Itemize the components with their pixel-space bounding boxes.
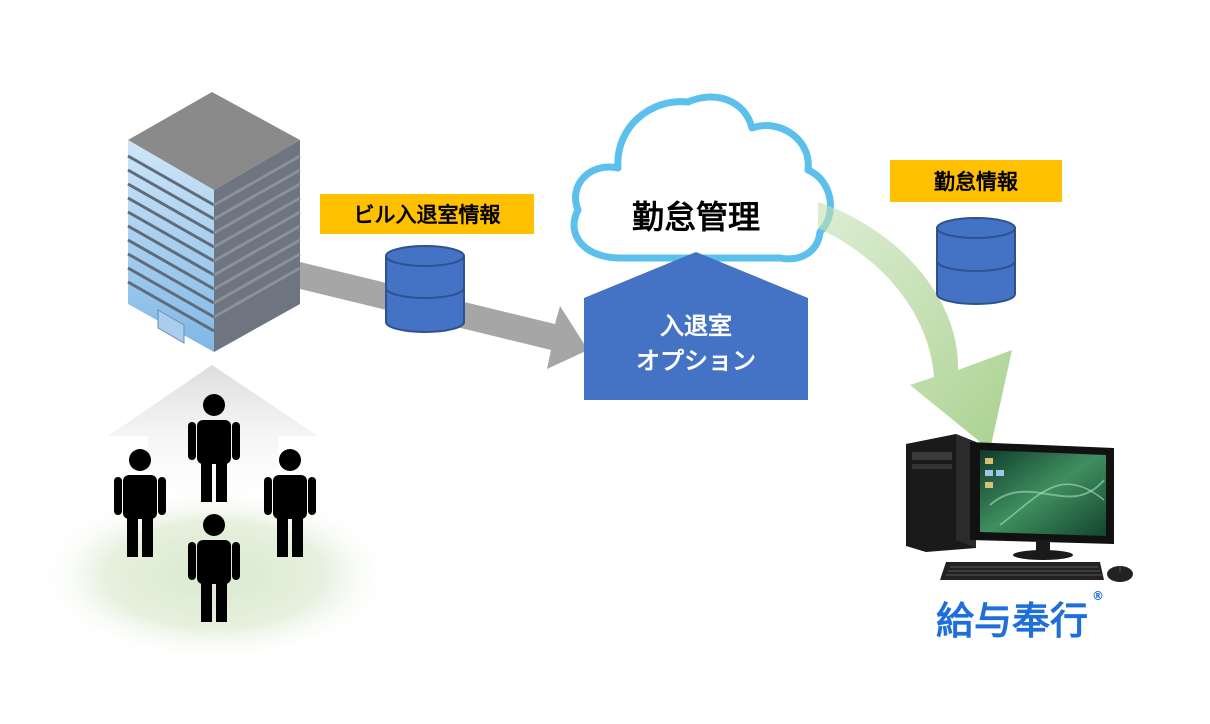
person-icon bbox=[188, 394, 240, 502]
database-icon bbox=[385, 245, 465, 333]
database-icon bbox=[936, 217, 1016, 305]
person-icon bbox=[188, 514, 240, 622]
attendance-info-label: 勤怠情報 bbox=[890, 160, 1062, 202]
logo-registered-mark: ® bbox=[1092, 589, 1104, 603]
attendance-info-text: 勤怠情報 bbox=[934, 170, 1019, 194]
person-icon bbox=[114, 449, 166, 557]
office-building-icon bbox=[127, 92, 301, 352]
building-info-label: ビル入退室情報 bbox=[320, 194, 534, 234]
entry-exit-option-box: 入退室 オプション bbox=[584, 252, 808, 400]
option-line2-text: オプション bbox=[636, 347, 756, 375]
cloud-to-computer-arrow bbox=[818, 202, 1012, 450]
kyuyo-bugyo-logo: 給与奉行 ® bbox=[936, 589, 1104, 643]
cloud-icon: 勤怠管理 bbox=[570, 93, 834, 263]
people-group bbox=[114, 394, 316, 622]
attendance-mgmt-text: 勤怠管理 bbox=[632, 198, 760, 236]
person-icon bbox=[264, 449, 316, 557]
logo-text: 給与奉行 bbox=[936, 599, 1088, 643]
option-line1-text: 入退室 bbox=[660, 312, 732, 340]
desktop-computer-icon bbox=[906, 434, 1133, 582]
building-info-text: ビル入退室情報 bbox=[354, 203, 502, 227]
